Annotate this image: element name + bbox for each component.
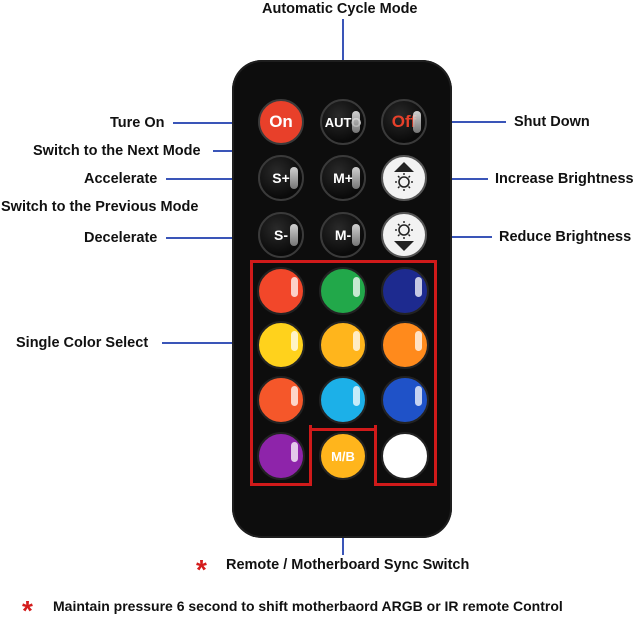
label-increase-brightness: Increase Brightness [495, 171, 634, 187]
mb-frame-right [374, 428, 377, 486]
m-minus-button[interactable]: M- [320, 212, 366, 258]
color-yellow-button[interactable] [257, 321, 305, 369]
label-sync-switch: Remote / Motherboard Sync Switch [226, 557, 470, 573]
m-plus-label: M+ [333, 170, 353, 186]
mb-frame [309, 428, 377, 431]
label-auto-cycle: Automatic Cycle Mode [262, 1, 418, 17]
label-decelerate: Decelerate [84, 230, 158, 246]
color-red-button[interactable] [257, 267, 305, 315]
single-color-frame [250, 260, 437, 428]
color-orange-button[interactable] [381, 321, 429, 369]
on-button[interactable]: On [258, 99, 304, 145]
label-next-mode: Switch to the Next Mode [33, 143, 201, 159]
mb-sync-button[interactable]: M/B [319, 432, 367, 480]
off-button-label: Off [391, 112, 417, 131]
auto-button-label: AUTO [324, 114, 362, 130]
label-previous-mode: Switch to the Previous Mode [1, 199, 199, 215]
color-red-orange-button[interactable] [257, 376, 305, 424]
label-ture-on: Ture On [110, 115, 165, 131]
mb-frame-left [309, 428, 312, 486]
brightness-up-button[interactable] [381, 155, 427, 201]
label-accelerate: Accelerate [84, 171, 158, 187]
s-plus-button[interactable]: S+ [258, 155, 304, 201]
sun-up-icon [394, 162, 414, 191]
s-minus-button[interactable]: S- [258, 212, 304, 258]
color-purple-button[interactable] [257, 432, 305, 480]
m-minus-label: M- [334, 227, 352, 243]
star-maintain: * [22, 595, 33, 626]
mb-sync-label: M/B [331, 448, 355, 464]
color-navy-button[interactable] [381, 267, 429, 315]
auto-button[interactable]: AUTO [320, 99, 366, 145]
color-green-button[interactable] [319, 267, 367, 315]
m-plus-button[interactable]: M+ [320, 155, 366, 201]
s-plus-label: S+ [272, 170, 290, 186]
color-amber-button[interactable] [319, 321, 367, 369]
label-maintain-pressure: Maintain pressure 6 second to shift moth… [53, 598, 563, 614]
color-blue-button[interactable] [381, 376, 429, 424]
star-sync: * [196, 554, 207, 585]
single-color-frame-bottom-right [374, 425, 437, 486]
single-color-frame-bottom-left [250, 425, 312, 486]
sun-down-icon [394, 221, 414, 251]
color-sky-button[interactable] [319, 376, 367, 424]
color-white-button[interactable] [381, 432, 429, 480]
label-single-color: Single Color Select [16, 335, 149, 351]
on-button-label: On [269, 112, 293, 131]
label-reduce-brightness: Reduce Brightness [499, 229, 632, 245]
label-shut-down: Shut Down [514, 114, 590, 130]
off-button[interactable]: Off [381, 99, 427, 145]
s-minus-label: S- [274, 227, 288, 243]
brightness-down-button[interactable] [381, 212, 427, 258]
